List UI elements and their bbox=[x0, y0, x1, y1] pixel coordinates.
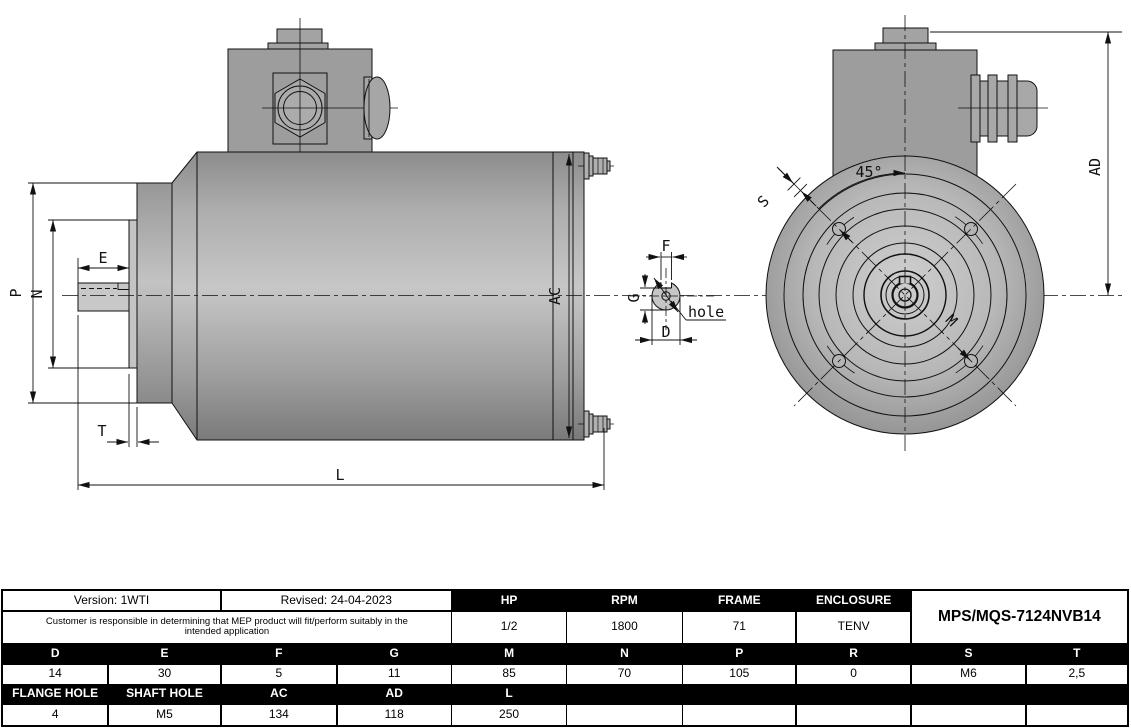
extra-header-shaft-hole: SHAFT HOLE bbox=[108, 685, 221, 703]
extra-header-flange-hole: FLANGE HOLE bbox=[3, 685, 108, 703]
extra-header-ad: AD bbox=[337, 685, 451, 703]
dim-label-ad: AD bbox=[1086, 158, 1104, 176]
empty-value-cell bbox=[1026, 704, 1127, 725]
dim-value-t: 2,5 bbox=[1026, 664, 1127, 684]
spec-header-rpm: RPM bbox=[567, 591, 682, 610]
empty-value-cell bbox=[567, 704, 682, 725]
dim-value-r: 0 bbox=[796, 664, 911, 684]
motor-body bbox=[171, 151, 585, 441]
dim-value-d: 14 bbox=[3, 664, 108, 684]
dim-header-g: G bbox=[337, 644, 451, 663]
version-cell: Version: 1WTI bbox=[3, 591, 221, 610]
dim-value-g: 11 bbox=[337, 664, 451, 684]
spec-value-enclosure: TENV bbox=[796, 611, 911, 643]
dim-value-n: 70 bbox=[567, 664, 682, 684]
dim-label-p: P bbox=[7, 288, 25, 297]
extra-header-l: L bbox=[452, 685, 566, 703]
spec-header-frame: FRAME bbox=[683, 591, 796, 610]
extra-value-ad: 118 bbox=[337, 704, 451, 725]
shaft-section-detail: F G D hole bbox=[625, 237, 726, 345]
flange bbox=[136, 182, 173, 404]
dim-header-m: M bbox=[452, 644, 566, 663]
empty-value-cell bbox=[911, 704, 1026, 725]
dim-label-45: 45° bbox=[855, 163, 882, 181]
extra-value-l: 250 bbox=[452, 704, 566, 725]
hole-label: hole bbox=[688, 303, 724, 321]
extra-value-ac: 134 bbox=[221, 704, 337, 725]
spec-header-enclosure: ENCLOSURE bbox=[796, 591, 911, 610]
junction-box-side bbox=[227, 18, 398, 166]
dim-label-f: F bbox=[661, 237, 670, 255]
side-view-dimensions bbox=[28, 154, 605, 490]
front-view-dimensions bbox=[776, 31, 1122, 361]
dim-label-s: S bbox=[754, 192, 773, 211]
side-gland bbox=[363, 76, 391, 140]
dim-header-p: P bbox=[683, 644, 796, 663]
blank-header-cell bbox=[796, 685, 911, 703]
empty-value-cell bbox=[683, 704, 796, 725]
dim-label-g: G bbox=[625, 293, 643, 302]
dim-value-f: 5 bbox=[221, 664, 337, 684]
extra-value-shaft-hole: M5 bbox=[108, 704, 221, 725]
spec-value-hp: 1/2 bbox=[452, 611, 566, 643]
cable-gland bbox=[958, 74, 1048, 143]
dim-header-s: S bbox=[911, 644, 1026, 663]
revised-cell: Revised: 24-04-2023 bbox=[221, 591, 451, 610]
dim-header-t: T bbox=[1026, 644, 1127, 663]
extra-value-flange-hole: 4 bbox=[3, 704, 108, 725]
disclaimer-cell: Customer is responsible in determining t… bbox=[3, 611, 451, 643]
dim-label-t: T bbox=[97, 422, 106, 440]
blank-header-cell bbox=[1026, 685, 1127, 703]
blank-header-cell bbox=[683, 685, 796, 703]
side-view: P N E T L AC bbox=[7, 18, 1125, 490]
extra-header-ac: AC bbox=[221, 685, 337, 703]
dim-value-p: 105 bbox=[683, 664, 796, 684]
dim-value-m: 85 bbox=[452, 664, 566, 684]
empty-value-cell bbox=[796, 704, 911, 725]
blank-header-cell bbox=[911, 685, 1026, 703]
model-number-cell: MPS/MQS-7124NVB14 bbox=[911, 591, 1127, 643]
dim-header-e: E bbox=[108, 644, 221, 663]
dim-value-s: M6 bbox=[911, 664, 1026, 684]
motor-drawing: P N E T L AC bbox=[7, 15, 1125, 490]
dim-header-n: N bbox=[567, 644, 682, 663]
dim-label-l: L bbox=[335, 466, 344, 484]
spigot bbox=[128, 219, 138, 369]
spec-value-frame: 71 bbox=[683, 611, 796, 643]
dim-label-e: E bbox=[98, 249, 107, 267]
front-view: 45° S M AD bbox=[754, 15, 1122, 455]
spec-header-hp: HP bbox=[452, 591, 566, 610]
dim-header-r: R bbox=[796, 644, 911, 663]
shaft bbox=[77, 282, 130, 312]
blank-header-cell bbox=[567, 685, 682, 703]
dim-header-d: D bbox=[3, 644, 108, 663]
dim-label-n: N bbox=[28, 289, 46, 298]
spec-table: Version: 1WTI Revised: 24-04-2023 HP RPM… bbox=[1, 589, 1129, 727]
rear-bolt-bottom bbox=[578, 410, 614, 438]
dim-header-f: F bbox=[221, 644, 337, 663]
rear-bolt-top bbox=[578, 152, 614, 180]
dim-label-ac: AC bbox=[546, 287, 564, 305]
dim-label-d: D bbox=[661, 323, 670, 341]
spec-value-rpm: 1800 bbox=[567, 611, 682, 643]
dim-value-e: 30 bbox=[108, 664, 221, 684]
